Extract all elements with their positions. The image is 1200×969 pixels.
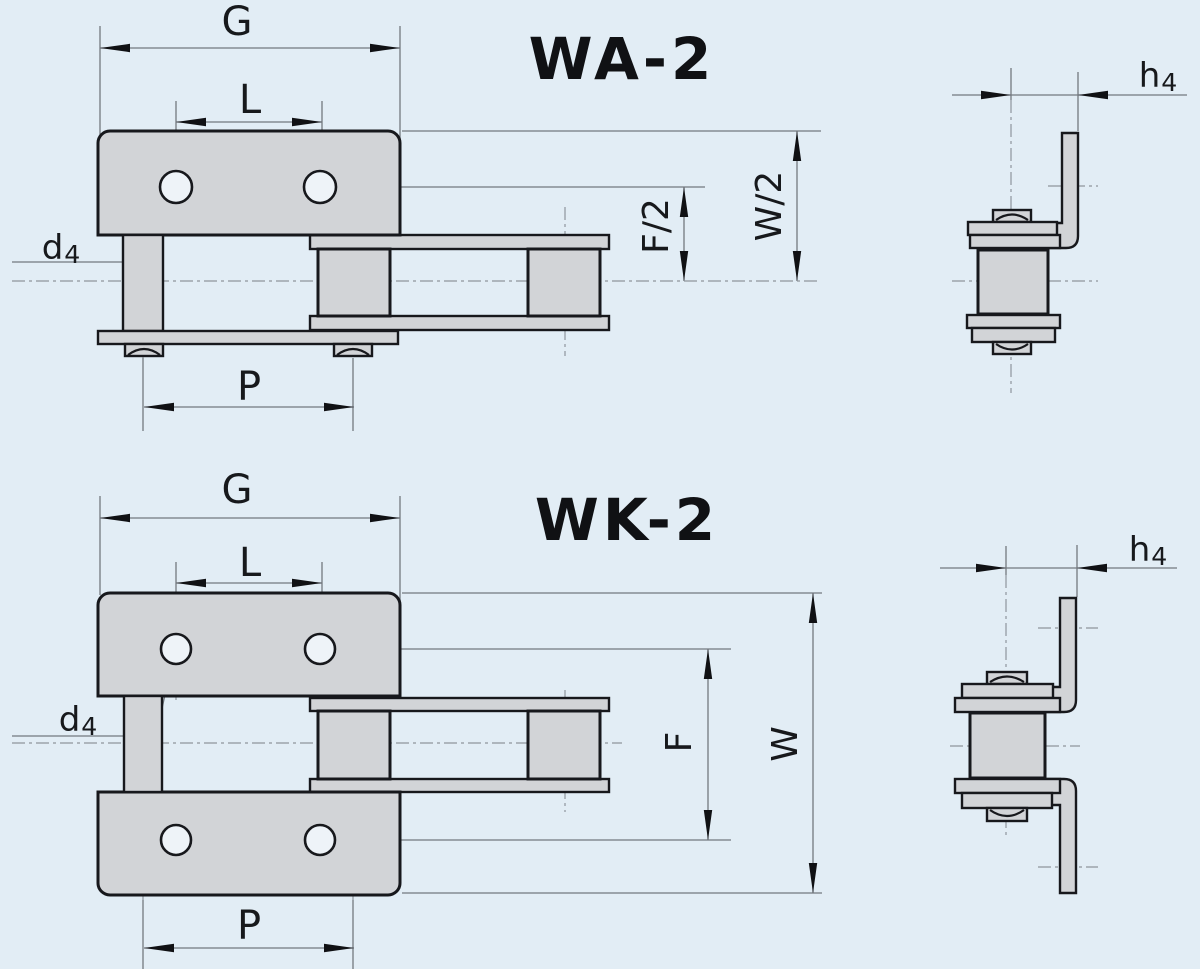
pin-head-dome — [989, 675, 1025, 818]
link-plate-edge — [965, 313, 1062, 330]
wa2-dim-p-label: P — [236, 364, 262, 410]
roller-link-plate-bottom — [308, 314, 611, 332]
bent-leg — [121, 233, 165, 333]
roller — [968, 711, 1047, 780]
wk2-dim-p-label: P — [236, 903, 262, 949]
attachment-plate — [96, 129, 402, 237]
roller — [316, 247, 392, 318]
pin-head — [985, 670, 1029, 686]
wa2-dim-l-label: L — [238, 77, 262, 123]
roller — [316, 709, 392, 781]
wk2-dim-d4-main: d — [58, 700, 81, 740]
pin-head — [991, 340, 1033, 356]
wk2-dim-w-label: W — [765, 726, 806, 762]
wk2-dim-h4-label: h4 — [1128, 530, 1168, 570]
bent-leg — [122, 694, 164, 794]
roller-link-plate-bottom — [308, 777, 611, 794]
pin-head-dome — [995, 213, 1029, 351]
roller — [976, 248, 1050, 316]
wa2-dim-w2-label: W/2 — [749, 170, 790, 242]
link-plate-edge — [953, 777, 1062, 795]
wa2-title: WA-2 — [528, 25, 716, 93]
pin-link-plate — [96, 329, 400, 346]
wk2-dim-h4-main: h — [1128, 530, 1151, 570]
roller — [526, 247, 602, 318]
wk2-dim-d4-label: d4 — [58, 700, 98, 740]
attachment-plate-bottom — [96, 790, 402, 897]
wa2-side-view — [965, 131, 1080, 356]
wa2-dim-h4-sub: 4 — [1161, 68, 1178, 98]
roller-link-plate-top — [308, 696, 611, 713]
attachment-hole — [159, 632, 193, 666]
wa2-dim-d4-main: d — [41, 228, 64, 268]
pin-head — [991, 208, 1033, 224]
roller — [526, 709, 602, 781]
wa2-dim-h4-main: h — [1138, 56, 1161, 96]
attachment-plate-top — [96, 591, 402, 698]
wa2-front-view — [96, 129, 611, 358]
link-plate-edge — [966, 220, 1059, 237]
wk2-dim-f-label: F — [659, 731, 700, 753]
link-plate-edge — [970, 326, 1057, 344]
wa2-dim-d4-sub: 4 — [64, 240, 81, 270]
attachment-hole — [302, 169, 338, 205]
pin-head-dome — [127, 347, 370, 356]
wk2-side-view — [953, 596, 1078, 895]
attachment-hole — [158, 169, 194, 205]
wa2-dim-d4-label: d4 — [41, 228, 81, 268]
wa2-dim-f2-label: F/2 — [636, 198, 677, 254]
link-plate-edge — [960, 791, 1054, 810]
link-plate-edge — [968, 233, 1062, 250]
link-plate-edge — [953, 696, 1062, 714]
wa2-dim-h4-label: h4 — [1138, 56, 1178, 96]
attachment-hole — [303, 823, 337, 857]
wk2-dim-l-label: L — [238, 540, 262, 586]
attachment-hole — [159, 823, 193, 857]
roller-link-plate-top — [308, 233, 611, 251]
link-plate-edge — [960, 682, 1055, 700]
attachment-hole — [303, 632, 337, 666]
wk2-dim-g-label: G — [221, 467, 253, 513]
wa2-dim-g-label: G — [221, 0, 253, 45]
wk2-dim-d4-sub: 4 — [81, 712, 98, 742]
wk2-title: WK-2 — [534, 486, 720, 554]
wk2-front-view — [96, 591, 611, 897]
wk2-dim-h4-sub: 4 — [1151, 542, 1168, 572]
pin-head — [985, 806, 1029, 823]
